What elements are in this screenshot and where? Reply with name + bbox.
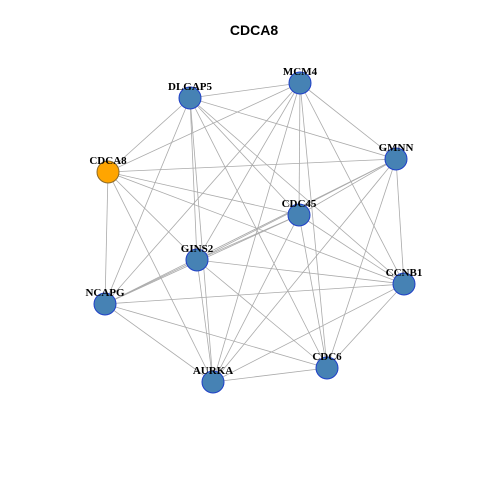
edge-dlgap5-mcm4 [189,82,301,99]
node-label-gins2: GINS2 [181,243,214,255]
edge-cdc45-aurka [212,214,300,383]
node-label-cdc45: CDC45 [282,198,317,210]
edge-gmnn-cdca8 [107,158,397,173]
edge-cdca8-cdc45 [107,171,300,216]
edge-dlgap5-ccnb1 [189,97,405,285]
node-aurka [201,370,225,394]
edge-dlgap5-cdc45 [189,97,300,216]
node-label-gmnn: GMNN [379,142,414,154]
edge-cdca8-ccnb1 [107,171,405,285]
edge-gmnn-ncapg [104,158,397,305]
node-mcm4 [288,71,312,95]
edge-mcm4-aurka [212,82,301,383]
edge-dlgap5-ncapg [104,97,191,305]
edge-mcm4-cdc6 [299,82,328,369]
node-cdc45 [287,203,311,227]
edge-gins2-ncapg [104,259,198,305]
node-label-cdc6: CDC6 [312,351,342,363]
edge-gins2-cdc6 [196,259,328,369]
edge-cdc45-ccnb1 [298,214,405,285]
node-layer [93,71,416,394]
edge-mcm4-cdc45 [298,82,301,216]
edge-ccnb1-aurka [212,283,405,383]
node-dlgap5 [178,86,202,110]
edge-cdc6-aurka [212,367,328,383]
edge-cdca8-gins2 [107,171,198,261]
edge-gmnn-cdc45 [298,158,397,216]
edge-dlgap5-cdca8 [107,97,191,173]
edge-gmnn-ccnb1 [395,158,405,285]
edge-dlgap5-gmnn [189,97,397,160]
edge-ccnb1-ncapg [104,283,405,305]
edge-mcm4-gins2 [196,82,301,261]
edge-gins2-aurka [196,259,214,383]
edge-gins2-ccnb1 [196,259,405,285]
node-ccnb1 [392,272,416,296]
node-label-dlgap5: DLGAP5 [168,81,213,93]
node-label-cdca8: CDCA8 [89,155,127,167]
edge-mcm4-cdca8 [107,82,301,173]
node-label-ccnb1: CCNB1 [386,267,423,279]
edge-ccnb1-cdc6 [326,283,405,369]
edge-mcm4-ccnb1 [299,82,405,285]
edge-cdc45-cdc6 [298,214,328,369]
node-gins2 [185,248,209,272]
node-cdca8 [96,160,120,184]
node-gmnn [384,147,408,171]
edge-gmnn-aurka [212,158,397,383]
edge-cdca8-ncapg [104,171,109,305]
edge-gmnn-cdc6 [326,158,397,369]
edge-ncapg-aurka [104,303,214,383]
node-label-mcm4: MCM4 [283,66,318,78]
node-ncapg [93,292,117,316]
edge-dlgap5-gins2 [189,97,198,261]
edge-mcm4-gmnn [299,82,397,160]
node-label-ncapg: NCAPG [85,287,125,299]
edge-cdca8-aurka [107,171,214,383]
node-label-aurka: AURKA [193,365,233,377]
edge-ncapg-cdc6 [104,303,328,369]
graph-title: CDCA8 [230,22,278,38]
edge-dlgap5-aurka [189,97,214,383]
edge-layer [104,82,405,383]
node-cdc6 [315,356,339,380]
